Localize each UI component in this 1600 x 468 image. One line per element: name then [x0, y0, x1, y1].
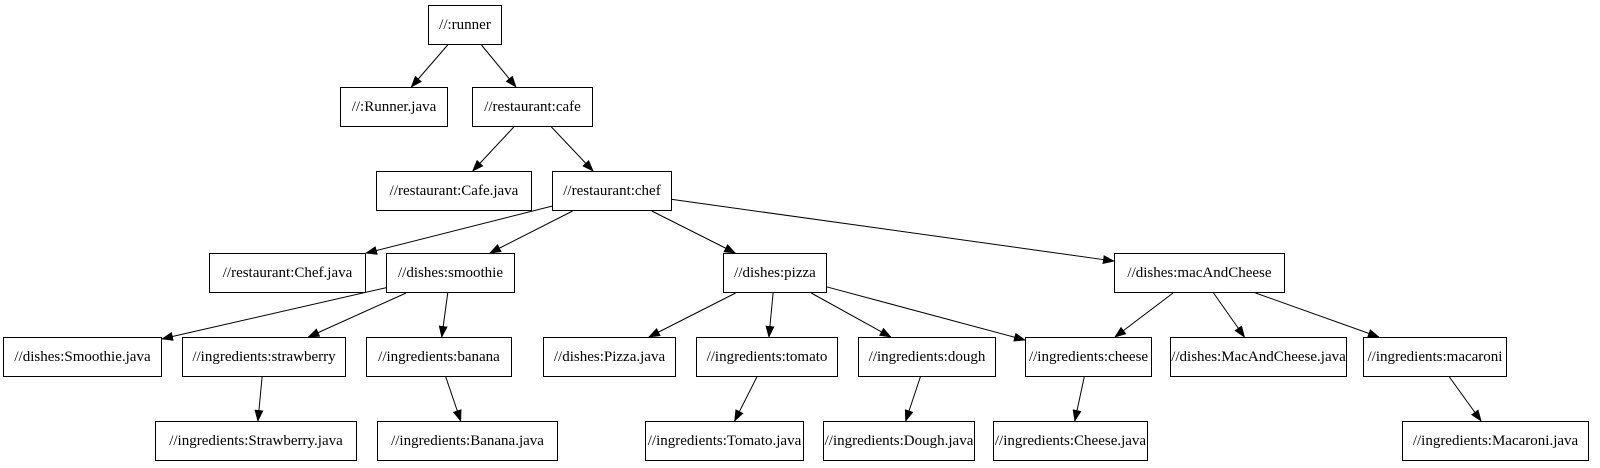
- graph-node-runner: //:runner: [428, 5, 502, 45]
- graph-node-runner-java: //:Runner.java: [340, 87, 448, 127]
- graph-edge-smoothie-to-strawberry: [307, 292, 407, 338]
- graph-edge-banana-to-banana-java: [445, 376, 462, 422]
- graph-node-cafe-java: //restaurant:Cafe.java: [376, 171, 532, 211]
- graph-edge-runner-to-cafe: [481, 44, 517, 88]
- graph-node-cheese-java: //ingredients:Cheese.java: [993, 421, 1148, 461]
- graph-node-cheese: //ingredients:cheese: [1025, 337, 1152, 377]
- graph-edge-chef-to-chef-java: [365, 205, 553, 255]
- graph-edge-pizza-to-pizza-java: [648, 292, 736, 338]
- graph-node-mac-and-cheese: //dishes:macAndCheese: [1114, 253, 1285, 293]
- graph-edge-dough-to-dough-java: [904, 376, 921, 422]
- graph-edge-cheese-to-cheese-java: [1072, 376, 1085, 422]
- graph-edge-tomato-to-tomato-java: [734, 376, 758, 422]
- graph-edge-mac-and-cheese-to-macaroni: [1255, 292, 1380, 338]
- graph-edge-pizza-to-dough: [810, 292, 892, 338]
- graph-node-macaroni: //ingredients:macaroni: [1363, 337, 1507, 377]
- graph-node-pizza: //dishes:pizza: [723, 253, 827, 293]
- graph-node-smoothie-java: //dishes:Smoothie.java: [3, 337, 162, 377]
- graph-edge-macaroni-to-macaroni-java: [1448, 376, 1482, 422]
- graph-edge-cafe-to-chef: [551, 126, 594, 172]
- graph-node-smoothie: //dishes:smoothie: [386, 253, 515, 293]
- graph-edge-mac-and-cheese-to-cheese: [1114, 292, 1174, 338]
- graph-node-strawberry: //ingredients:strawberry: [182, 337, 346, 377]
- graph-node-strawberry-java: //ingredients:Strawberry.java: [155, 421, 357, 461]
- graph-edge-smoothie-to-banana: [438, 292, 449, 338]
- graph-edge-strawberry-to-strawberry-java: [254, 376, 264, 422]
- graph-node-dough: //ingredients:dough: [858, 337, 996, 377]
- graph-edge-smoothie-to-smoothie-java: [161, 287, 387, 341]
- graph-node-mac-and-cheese-java: //dishes:MacAndCheese.java: [1170, 337, 1347, 377]
- graph-node-chef: //restaurant:chef: [552, 171, 672, 211]
- graph-edge-pizza-to-tomato: [765, 292, 775, 338]
- graph-node-pizza-java: //dishes:Pizza.java: [543, 337, 676, 377]
- graph-edge-chef-to-smoothie: [488, 210, 573, 254]
- graph-node-tomato-java: //ingredients:Tomato.java: [645, 421, 804, 461]
- graph-node-banana: //ingredients:banana: [366, 337, 512, 377]
- graph-edge-mac-and-cheese-to-mac-and-cheese-java: [1213, 292, 1246, 338]
- graph-node-chef-java: //restaurant:Chef.java: [209, 253, 366, 293]
- graph-node-dough-java: //ingredients:Dough.java: [823, 421, 975, 461]
- graph-edge-chef-to-mac-and-cheese: [671, 198, 1115, 265]
- graph-node-macaroni-java: //ingredients:Macaroni.java: [1402, 421, 1589, 461]
- graph-edge-runner-to-runner-java: [410, 44, 449, 88]
- graph-node-tomato: //ingredients:tomato: [696, 337, 838, 377]
- graph-edge-chef-to-pizza: [651, 210, 737, 254]
- graph-node-banana-java: //ingredients:Banana.java: [377, 421, 558, 461]
- graph-node-cafe: //restaurant:cafe: [472, 87, 593, 127]
- graph-edge-cafe-to-cafe-java: [472, 126, 515, 172]
- graph-edge-pizza-to-cheese: [826, 286, 1026, 342]
